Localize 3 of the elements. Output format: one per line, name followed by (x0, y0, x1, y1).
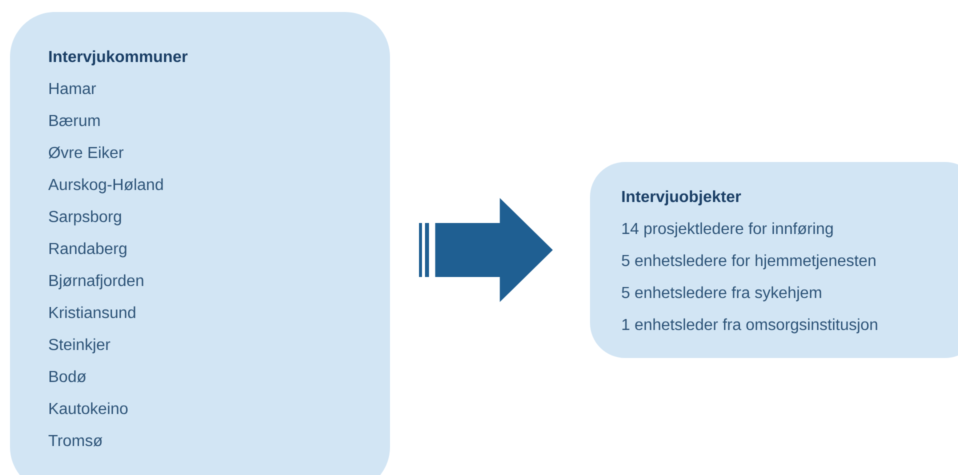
block-arrow (419, 198, 553, 302)
list-box: Intervjuobjekter 14 prosjektledere for innføring 5 enhetsledere for hjemmetjenesten 5 enhetsledere fra sykehjem 1 enhetsleder fra omsorgsinstitusjon (590, 162, 958, 358)
list-box: Intervjukommuner Hamar Bærum Øvre Eiker Aurskog-Høland Sarpsborg Randaberg Bjørnafjorden Kristiansund Steinkjer Bodø Kautokeino Tromsø (10, 12, 390, 475)
